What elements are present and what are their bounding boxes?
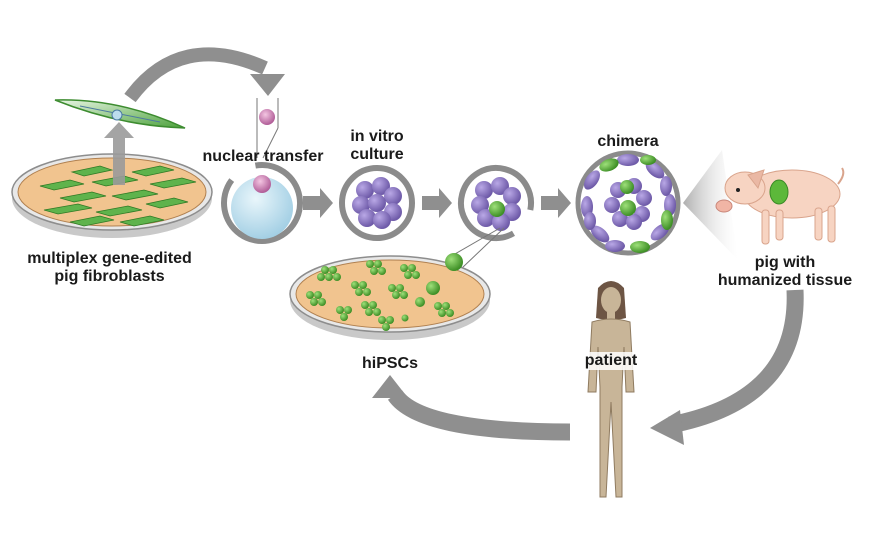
arrow-head-to-hipscs [372, 375, 408, 398]
label-patient: patient [575, 352, 647, 370]
label-pig-line2: humanized tissue [717, 272, 853, 289]
curved-arrow-pig-to-patient [668, 289, 804, 434]
label-in-vitro-line2: culture [350, 146, 404, 163]
pipette [256, 98, 279, 159]
oocyte [221, 162, 303, 244]
label-pig-line1: pig with [754, 254, 816, 271]
arrow-3 [541, 188, 571, 218]
curved-arrow-head [250, 74, 285, 96]
fibroblast-dish [11, 153, 213, 238]
label-in-vitro-culture: in vitro culture [337, 128, 417, 164]
arrow-2 [422, 188, 452, 218]
label-nuclear-transfer: nuclear transfer [202, 148, 324, 165]
hipsc-dish [289, 253, 491, 340]
label-hipscs: hiPSCs [361, 355, 418, 372]
label-pig: pig with humanized tissue [700, 254, 870, 290]
in-vitro-embryo [339, 165, 415, 241]
hipsc-colonies [306, 253, 463, 331]
patient-figure [587, 281, 635, 498]
label-fibroblasts-line1: multiplex gene-edited [27, 250, 192, 267]
label-chimera: chimera [597, 133, 659, 150]
curved-arrow-to-pipette [124, 47, 268, 103]
spindle-fibroblast [54, 99, 186, 129]
pig [715, 167, 845, 245]
chimera-blastocyst [575, 150, 681, 256]
injected-embryo [447, 165, 534, 269]
fibroblast-cells [39, 165, 197, 227]
label-fibroblasts-line2: pig fibroblasts [54, 268, 165, 285]
curved-arrow-patient-to-hipscs [387, 389, 571, 441]
label-fibroblasts: multiplex gene-edited pig fibroblasts [2, 250, 217, 286]
up-arrow [104, 122, 134, 185]
projection-cone [683, 150, 738, 260]
arrow-1 [303, 188, 333, 218]
label-in-vitro-line1: in vitro [350, 128, 404, 145]
arrow-head-to-patient [650, 410, 684, 445]
